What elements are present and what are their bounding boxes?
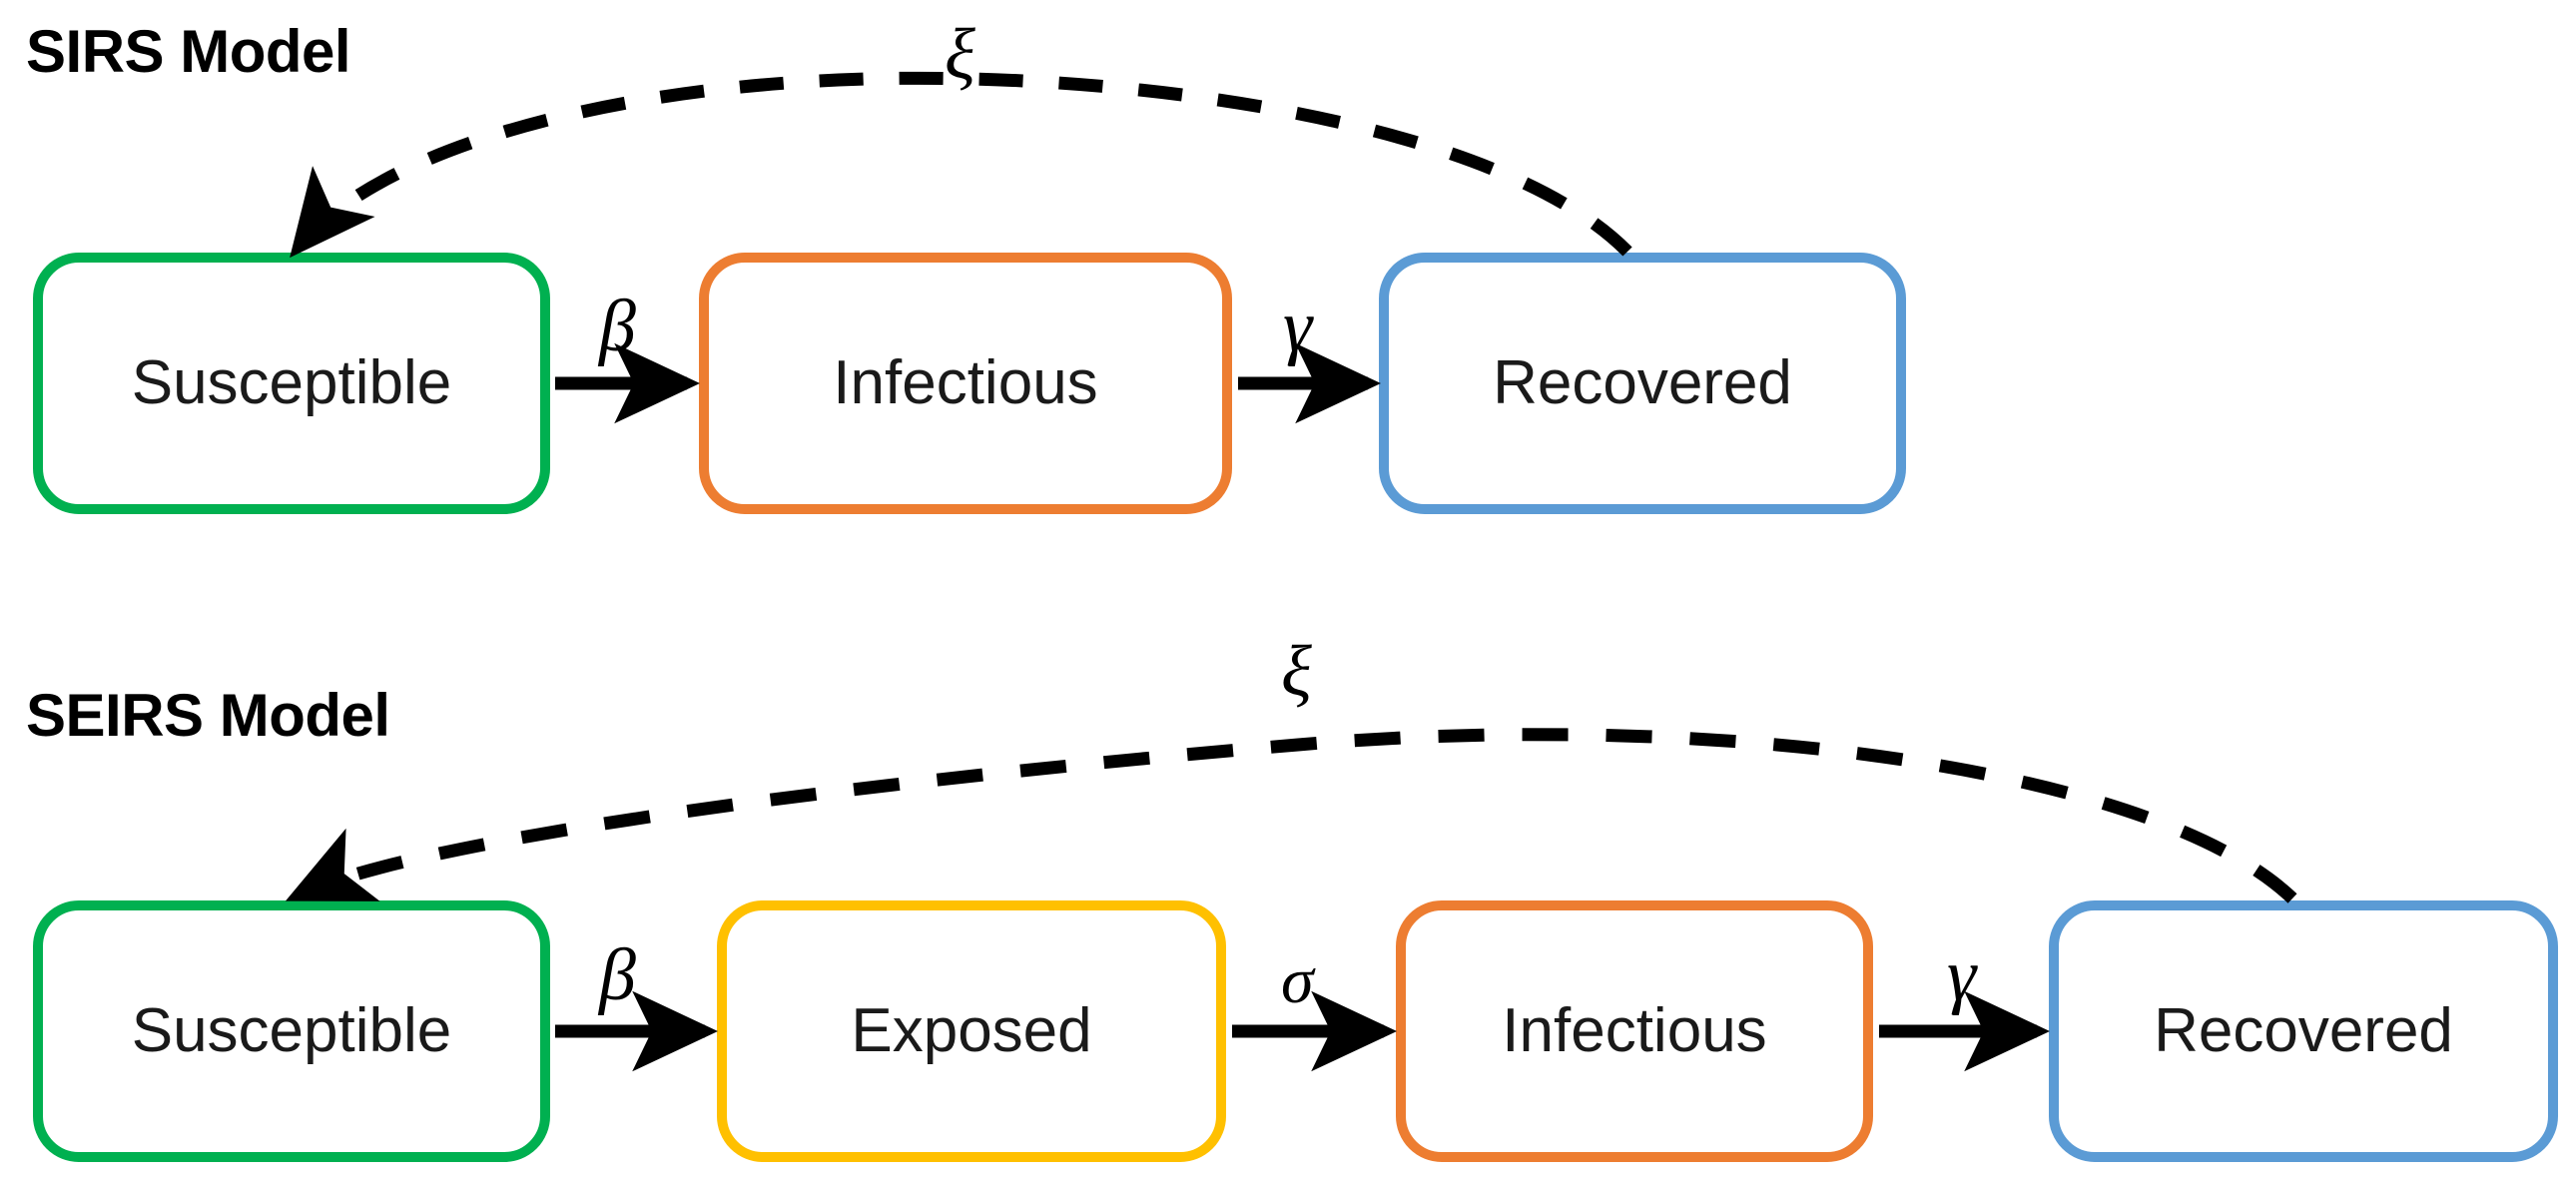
sirs-rate-gamma-label: γ: [1283, 286, 1313, 367]
seirs-state-exposed-label: Exposed: [851, 996, 1092, 1065]
sirs-model-title: SIRS Model: [26, 18, 351, 85]
sirs-state-recovered-label: Recovered: [1493, 348, 1792, 417]
seirs-state-infectious-label: Infectious: [1502, 996, 1767, 1065]
seirs-state-recovered: Recovered: [2049, 900, 2558, 1162]
sirs-feedback-arrow-recovered-to-susceptible: [290, 71, 1632, 259]
seirs-model-title: SEIRS Model: [26, 682, 390, 749]
seirs-state-infectious: Infectious: [1396, 900, 1873, 1162]
seirs-rate-xi-label: ξ: [1281, 631, 1312, 711]
sirs-rate-beta-label: β: [599, 286, 636, 367]
seirs-state-susceptible: Susceptible: [33, 900, 550, 1162]
sirs-state-susceptible: Susceptible: [33, 253, 550, 514]
sirs-rate-xi-label: ξ: [945, 14, 975, 94]
sirs-state-infectious: Infectious: [699, 253, 1232, 514]
sirs-state-infectious-label: Infectious: [833, 348, 1098, 417]
seirs-feedback-arrow-recovered-to-susceptible: [285, 728, 2297, 903]
seirs-state-exposed: Exposed: [717, 900, 1226, 1162]
seirs-rate-beta-label: β: [599, 934, 636, 1016]
seirs-rate-sigma-label: σ: [1281, 944, 1314, 1017]
seirs-state-recovered-label: Recovered: [2154, 996, 2453, 1065]
sirs-state-recovered: Recovered: [1379, 253, 1906, 514]
seirs-rate-gamma-label: γ: [1947, 934, 1977, 1016]
seirs-state-susceptible-label: Susceptible: [131, 996, 452, 1065]
sirs-state-susceptible-label: Susceptible: [131, 348, 452, 417]
